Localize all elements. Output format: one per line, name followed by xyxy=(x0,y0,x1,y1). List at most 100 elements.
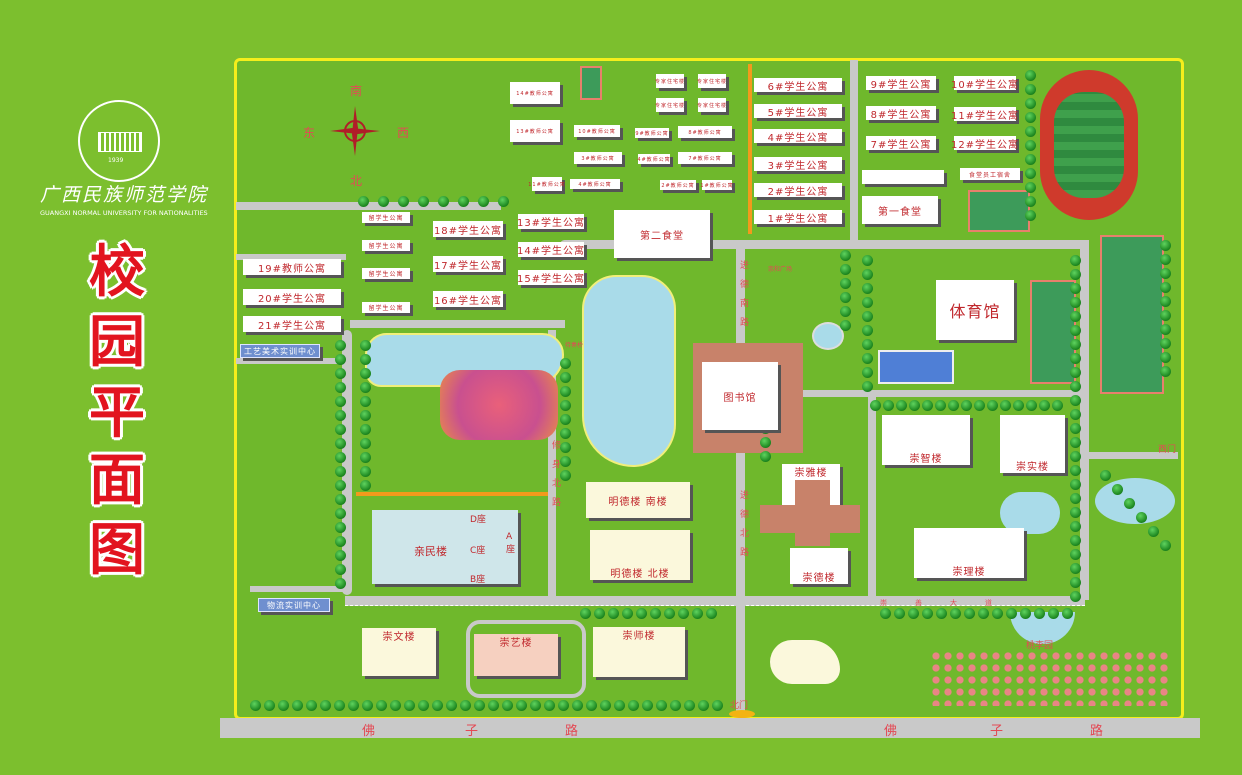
building-intl-dorm[interactable]: 留学生公寓 xyxy=(362,240,410,251)
building-d3[interactable]: 3#学生公寓 xyxy=(754,157,842,172)
building-teacher-apt[interactable]: 10#教师公寓 xyxy=(574,125,620,137)
building-chongde[interactable]: 崇德楼 xyxy=(790,548,848,584)
tree xyxy=(1160,324,1171,335)
path xyxy=(356,492,548,496)
building-d18[interactable]: 18#学生公寓 xyxy=(433,221,503,237)
building-d13[interactable]: 13#学生公寓 xyxy=(517,214,584,229)
tree xyxy=(1070,423,1081,434)
tree xyxy=(1070,353,1081,364)
tree xyxy=(516,700,527,711)
building-chongshi-normal[interactable]: 崇师楼 xyxy=(593,627,685,677)
tree xyxy=(1070,297,1081,308)
building-d16[interactable]: 16#学生公寓 xyxy=(433,291,503,307)
building-chongwen[interactable]: 崇文楼 xyxy=(362,628,436,676)
building-mingde-north[interactable]: 明德楼 北楼 xyxy=(590,530,690,580)
building-d6[interactable]: 6#学生公寓 xyxy=(754,78,842,93)
building-teacher-apt[interactable]: 2#教师公寓 xyxy=(660,180,696,190)
tree xyxy=(622,608,633,619)
tree xyxy=(580,608,591,619)
building-expert-house[interactable]: 专家住宅楼 xyxy=(697,98,726,112)
tree xyxy=(684,700,695,711)
building-intl-dorm[interactable]: 留学生公寓 xyxy=(362,268,410,279)
tree xyxy=(335,340,346,351)
building-canteen2[interactable]: 第二食堂 xyxy=(614,210,710,258)
building-library[interactable]: 图书馆 xyxy=(702,362,778,430)
tree xyxy=(692,608,703,619)
tree xyxy=(1052,400,1063,411)
tree xyxy=(948,400,959,411)
building-d9[interactable]: 9#学生公寓 xyxy=(866,76,936,91)
building-d2[interactable]: 2#学生公寓 xyxy=(754,183,842,198)
building-expert-house[interactable]: 专家住宅楼 xyxy=(655,98,684,112)
building-d1[interactable]: 1#学生公寓 xyxy=(754,210,842,225)
tree xyxy=(460,700,471,711)
tree xyxy=(335,354,346,365)
building-d12[interactable]: 12#学生公寓 xyxy=(951,136,1018,151)
tree xyxy=(894,608,905,619)
building-craft-center[interactable]: 工艺美术实训中心 xyxy=(240,344,320,358)
tree xyxy=(1039,400,1050,411)
building-intl-dorm[interactable]: 留学生公寓 xyxy=(362,212,410,223)
building-expert-house[interactable]: 专家住宅楼 xyxy=(697,74,726,88)
tree xyxy=(560,456,571,467)
road-chongshan xyxy=(345,596,1085,606)
road xyxy=(745,390,1085,397)
tree xyxy=(432,700,443,711)
tree xyxy=(348,700,359,711)
tree xyxy=(438,196,449,207)
tree xyxy=(1025,70,1036,81)
tree xyxy=(1025,210,1036,221)
building-teacher-apt[interactable]: 1#教师公寓 xyxy=(700,180,733,190)
tree xyxy=(1070,493,1081,504)
building-teacher-apt[interactable]: 4#教师公寓 xyxy=(570,179,620,189)
building-teacher19[interactable]: 19#教师公寓 xyxy=(243,259,341,275)
building-canteen1[interactable]: 第一食堂 xyxy=(862,196,938,224)
tree xyxy=(1148,526,1159,537)
building-d14[interactable]: 14#学生公寓 xyxy=(517,242,584,257)
school-logo: 1939 xyxy=(78,100,160,182)
building-teacher-apt[interactable]: 9#教师公寓 xyxy=(635,128,669,138)
tree xyxy=(1070,381,1081,392)
tree xyxy=(1070,591,1081,602)
tree xyxy=(883,400,894,411)
tree xyxy=(458,196,469,207)
building-d11[interactable]: 11#学生公寓 xyxy=(951,107,1018,122)
building-teacher-apt[interactable]: 4#教师公寓 xyxy=(637,154,670,164)
tree xyxy=(909,400,920,411)
north-gate[interactable] xyxy=(729,710,755,718)
building-chongyi[interactable]: 崇艺楼 xyxy=(474,634,558,676)
building-chongshi[interactable]: 崇实楼 xyxy=(1000,415,1065,473)
building-teacher-apt[interactable]: 14#教师公寓 xyxy=(510,82,560,104)
tree xyxy=(760,451,771,462)
road-label-fozi: 子 xyxy=(465,724,479,739)
building-d5[interactable]: 5#学生公寓 xyxy=(754,104,842,119)
building-staff-dorm[interactable]: 食堂员工宿舍 xyxy=(960,168,1020,180)
road-jinde xyxy=(736,245,745,715)
tree xyxy=(862,367,873,378)
building-intl-dorm[interactable]: 留学生公寓 xyxy=(362,302,410,313)
building-teacher-apt[interactable]: 8#教师公寓 xyxy=(678,126,732,138)
building-gym[interactable]: 体育馆 xyxy=(936,280,1014,340)
tree xyxy=(840,306,851,317)
building-logistics-center[interactable]: 物流实训中心 xyxy=(258,598,330,612)
building-mingde-south[interactable]: 明德楼 南楼 xyxy=(586,482,690,518)
tree xyxy=(335,494,346,505)
building-chongzhi[interactable]: 崇智楼 xyxy=(882,415,970,465)
building-d4[interactable]: 4#学生公寓 xyxy=(754,129,842,144)
building-d10[interactable]: 10#学生公寓 xyxy=(951,76,1018,91)
building-teacher-apt[interactable]: 13#教师公寓 xyxy=(510,120,560,142)
tree xyxy=(362,700,373,711)
building-d7[interactable]: 7#学生公寓 xyxy=(866,136,936,151)
basketball-courts xyxy=(1100,235,1164,394)
building-teacher-apt[interactable]: 3#教师公寓 xyxy=(574,152,622,164)
building-teacher-apt[interactable]: 11#教师公寓 xyxy=(528,177,565,191)
building-teacher-apt[interactable]: 7#教师公寓 xyxy=(678,152,732,164)
building-chongli[interactable]: 崇理楼 xyxy=(914,528,1024,578)
building-d15[interactable]: 15#学生公寓 xyxy=(517,270,584,285)
building-expert-house[interactable]: 专家住宅楼 xyxy=(655,74,684,88)
building-student21[interactable]: 21#学生公寓 xyxy=(243,316,341,332)
building-d17[interactable]: 17#学生公寓 xyxy=(433,256,503,272)
building-qinmin[interactable]: 亲民楼 D座 C座 B座 A座 xyxy=(372,510,518,585)
building-student20[interactable]: 20#学生公寓 xyxy=(243,289,341,305)
building-d8[interactable]: 8#学生公寓 xyxy=(866,106,936,121)
